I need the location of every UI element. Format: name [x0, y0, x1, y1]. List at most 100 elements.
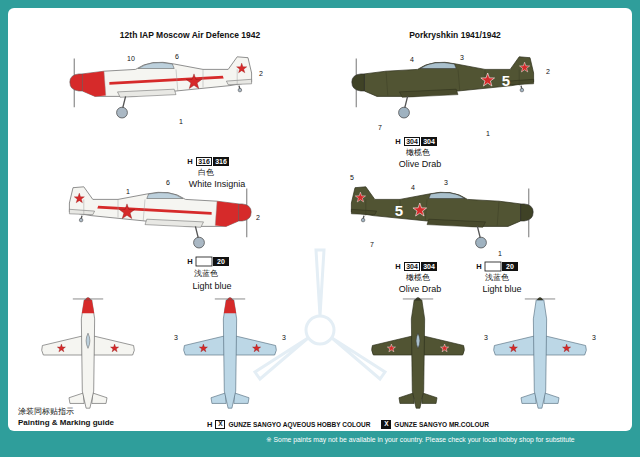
fuselage — [351, 187, 520, 227]
paint-code: 304 — [406, 263, 418, 270]
red-star — [57, 344, 65, 352]
mr-colour-chip: 304 — [421, 137, 437, 146]
wing — [427, 219, 486, 227]
fuselage — [533, 300, 546, 408]
scheme-heading: Porkryshkin 1941/1942 — [409, 31, 501, 41]
callout-number: 4 — [411, 184, 415, 192]
propeller — [215, 298, 245, 299]
callout-number: 1 — [486, 130, 490, 138]
red-star — [387, 344, 395, 352]
red-star — [74, 193, 84, 203]
wing — [145, 219, 204, 227]
aircraft-top-view — [42, 298, 135, 409]
fuselage — [81, 300, 94, 408]
paint-brand-letter: H — [187, 157, 192, 166]
colour-name-chinese: 橄榄色 — [406, 148, 430, 157]
wheel — [117, 107, 128, 118]
swatch-letter: X — [218, 421, 222, 428]
footnote: ※ Some paints may not be available in yo… — [266, 436, 575, 444]
propeller — [403, 298, 433, 299]
callout-number: 3 — [444, 179, 448, 187]
spinner — [521, 204, 534, 221]
colour-name-chinese: 浅蓝色 — [194, 269, 218, 278]
panel-lines — [104, 69, 237, 95]
callout-number: 1 — [126, 188, 130, 196]
watermark-blades — [255, 250, 385, 379]
mr-colour-chip: 20 — [213, 257, 229, 266]
panel-lines — [366, 199, 499, 225]
wheel — [476, 237, 487, 248]
landing-gear — [81, 216, 199, 241]
red-star — [509, 344, 517, 352]
spinner — [70, 74, 83, 91]
tailplane — [351, 209, 376, 214]
legend-entry: XGUNZE SANGYO AQVEOUS HOBBY COLOUR — [215, 420, 370, 429]
landing-gear — [122, 86, 240, 111]
callout-number: 5 — [350, 174, 354, 182]
swatch-letter: X — [384, 421, 388, 428]
wing — [118, 89, 177, 97]
fuselage — [411, 300, 424, 408]
red-star — [186, 74, 201, 89]
red-star — [413, 203, 427, 216]
paint-code: 304 — [423, 138, 435, 145]
panel-lines — [386, 69, 519, 95]
red-star — [563, 344, 571, 352]
landing-gear — [363, 216, 481, 241]
fuselage — [69, 187, 238, 227]
spinner — [85, 298, 91, 300]
aircraft-underside-view — [184, 298, 277, 409]
fuselage — [223, 300, 236, 408]
callout-number: 1 — [498, 250, 502, 258]
mr-colour-chip: 316 — [213, 157, 229, 166]
red-star — [519, 62, 529, 72]
canopy — [416, 333, 420, 348]
scheme-heading: 12th IAP Moscow Air Defence 1942 — [120, 31, 260, 41]
paint-brand-letter: H — [476, 262, 481, 271]
red-star — [237, 63, 247, 73]
spinner — [352, 74, 365, 91]
tail-wheel — [361, 218, 365, 222]
wheel — [399, 107, 410, 118]
callout-number: 2 — [259, 70, 263, 78]
canopy — [429, 193, 465, 199]
aircraft-number: 5 — [502, 73, 510, 88]
aircraft-profile — [70, 57, 252, 118]
aircraft-profile — [69, 187, 251, 248]
legend-text: GUNZE SANGYO MR.COLOUR — [394, 421, 489, 428]
mr-colour-chip: 20 — [502, 262, 518, 271]
colour-name: Light blue — [482, 284, 521, 294]
callout-number: 10 — [127, 55, 135, 63]
paint-brand-letter: H — [207, 420, 212, 429]
paint-brand-letter: H — [187, 257, 192, 266]
propeller — [525, 298, 555, 299]
callout-number: 3 — [460, 54, 464, 62]
tailplane — [508, 79, 533, 84]
spinner — [227, 298, 233, 300]
paint-code: 316 — [198, 158, 210, 165]
colour-name-chinese: 橄榄色 — [406, 273, 430, 282]
aircraft-underside-view — [494, 298, 587, 409]
aircraft-profile — [352, 57, 534, 118]
callout-number: 3 — [484, 334, 488, 342]
canopy — [147, 193, 183, 199]
aqueous-colour-chip: 316 — [196, 157, 212, 166]
red-star — [481, 73, 495, 86]
callout-number: 2 — [256, 214, 260, 222]
paint-brand-letter: H — [395, 137, 400, 146]
aqueous-colour-chip: 304 — [404, 137, 420, 146]
paint-code: 304 — [423, 263, 435, 270]
callout-number: 4 — [410, 56, 414, 64]
white-card — [8, 8, 632, 431]
tail-wheel — [520, 88, 524, 92]
spinner — [239, 204, 252, 221]
callout-number: 6 — [166, 179, 170, 187]
colour-name: Olive Drab — [399, 284, 442, 294]
wheel — [194, 237, 205, 248]
landing-gear — [404, 86, 522, 111]
callout-number: 3 — [592, 334, 596, 342]
empty-colour-chip — [196, 257, 212, 266]
